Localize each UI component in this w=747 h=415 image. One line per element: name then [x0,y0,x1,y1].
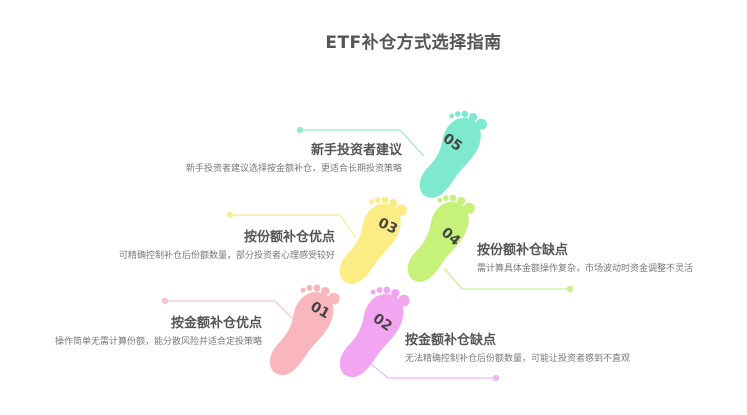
dot-02 [492,374,500,382]
footprint-03 [339,196,407,284]
step-02-description: 无法精确控制补仓后份额数量，可能让投资者感到不直观 [405,354,631,364]
connector-02 [369,362,496,379]
step-04-description: 需计算具体金额操作复杂，市场波动时资金调整不灵活 [477,264,694,274]
dot-05 [296,126,304,134]
step-05-description: 新手投资者建议选择按金额补仓，更适合长期投资策略 [185,164,402,174]
step-04: 按份额补仓缺点 需计算具体金额操作复杂，市场波动时资金调整不灵活 [477,243,717,275]
connector-05 [300,129,425,157]
dot-04 [566,285,574,293]
step-04-heading: 按份额补仓缺点 [477,243,569,258]
footprint-02 [339,286,410,378]
step-02-heading: 按金额补仓缺点 [405,333,497,348]
step-01-description: 操作简单无需计算份额，能分散风险并适合定投策略 [54,337,262,347]
step-02: 按金额补仓缺点 无法精确控制补仓后份额数量，可能让投资者感到不直观 [405,333,645,365]
page-title: ETF补仓方式选择指南 [325,33,502,53]
footprint-number-03: 03 [375,215,399,238]
step-01-heading: 按金额补仓优点 [170,316,262,331]
connector-04 [443,267,570,290]
dot-03 [226,211,234,219]
step-05: 新手投资者建议 新手投资者建议选择按金额补仓，更适合长期投资策略 [160,143,402,175]
dot-01 [161,297,169,305]
footprint-01 [269,284,340,376]
footprint-05 [419,110,487,198]
step-03-heading: 按份额补仓优点 [243,230,335,245]
step-03: 按份额补仓优点 可精确控制补仓后份额数量，部分投资者心理感受较好 [95,230,335,262]
step-01: 按金额补仓优点 操作简单无需计算份额，能分散风险并适合定投策略 [20,316,262,348]
step-05-heading: 新手投资者建议 [310,143,402,158]
connector-03 [230,214,357,239]
step-03-description: 可精确控制补仓后份额数量，部分投资者心理感受较好 [118,251,335,261]
connector-01 [165,300,295,321]
